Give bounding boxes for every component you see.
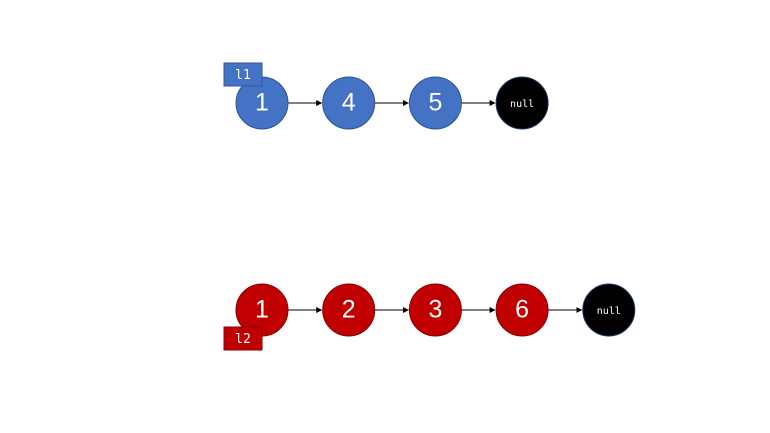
node-circle	[322, 283, 376, 337]
node-value: 5	[428, 89, 442, 117]
list-label: l1	[235, 68, 251, 83]
list-node: 3	[408, 283, 462, 337]
list-label: l2	[235, 332, 251, 347]
list-node: 5	[408, 76, 462, 130]
null-circle	[495, 76, 549, 130]
list-label-tag: l1	[223, 62, 263, 87]
list-l2: 1 2 3 6 null l2	[223, 283, 636, 351]
list-node: 1	[235, 283, 289, 337]
null-circle	[582, 283, 636, 337]
node-value: 3	[428, 296, 442, 324]
null-label: null	[597, 306, 621, 317]
node-value: 1	[255, 296, 269, 324]
node-value: 1	[255, 89, 269, 117]
null-node: null	[495, 76, 549, 130]
node-value: 2	[342, 296, 356, 324]
node-circle	[408, 76, 462, 130]
node-value: 4	[342, 89, 356, 117]
label-box	[223, 62, 263, 87]
list-label-tag: l2	[223, 326, 263, 351]
label-box	[223, 326, 263, 351]
node-circle	[408, 283, 462, 337]
list-node: 4	[322, 76, 376, 130]
node-value: 6	[515, 296, 529, 324]
null-node: null	[582, 283, 636, 337]
node-circle	[495, 283, 549, 337]
list-node: 2	[322, 283, 376, 337]
node-circle	[322, 76, 376, 130]
null-label: null	[510, 99, 534, 110]
list-l1: 1 4 5 null l1	[223, 62, 549, 130]
list-node: 6	[495, 283, 549, 337]
